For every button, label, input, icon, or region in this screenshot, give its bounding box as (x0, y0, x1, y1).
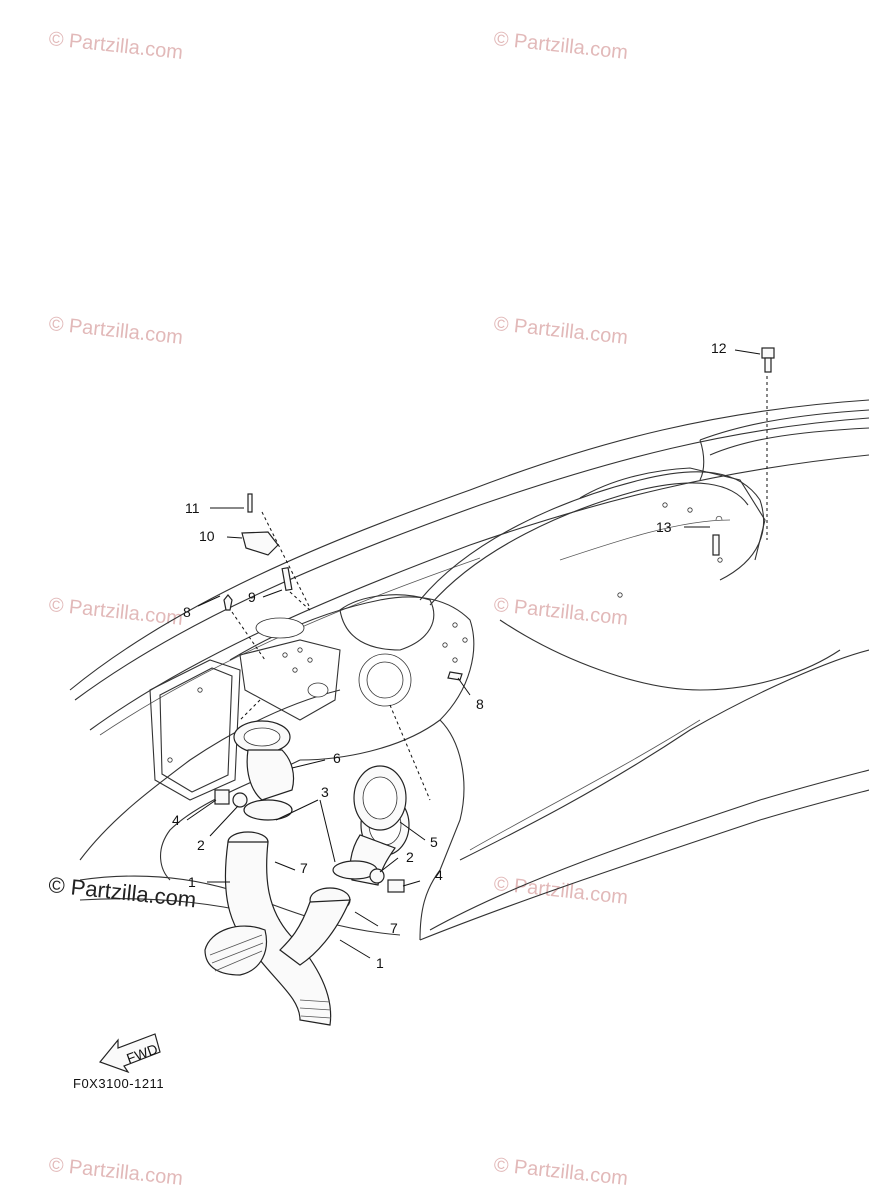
callout-numbers: 1 1 2 2 3 4 4 5 6 7 7 8 8 9 10 11 12 13 (172, 340, 727, 971)
callout-13: 13 (656, 519, 672, 535)
callout-6: 6 (333, 750, 341, 766)
callout-9: 9 (248, 589, 256, 605)
hull-outline (69, 399, 869, 941)
fwd-arrow-icon: FWD (98, 1033, 161, 1074)
callout-2: 2 (197, 837, 205, 853)
callout-7: 7 (390, 920, 398, 936)
callout-4: 4 (435, 867, 443, 883)
callout-1: 1 (376, 955, 384, 971)
leader-lines (186, 349, 768, 959)
intake-ducts (233, 720, 410, 886)
callout-11: 11 (185, 500, 200, 516)
callout-4: 4 (172, 812, 180, 828)
callout-2: 2 (406, 849, 414, 865)
callout-5: 5 (430, 834, 438, 850)
diagram-code: F0X3100-1211 (73, 1076, 165, 1091)
callout-7: 7 (300, 860, 308, 876)
callout-10: 10 (199, 528, 215, 544)
hose-clamps (214, 789, 405, 893)
bellows-hoses (204, 831, 351, 1026)
callout-1: 1 (188, 874, 196, 890)
callout-3: 3 (321, 784, 329, 800)
callout-8: 8 (183, 604, 191, 620)
fasteners (223, 347, 775, 681)
callout-12: 12 (711, 340, 727, 356)
deck-rivet-holes (167, 502, 723, 763)
callout-8: 8 (476, 696, 484, 712)
